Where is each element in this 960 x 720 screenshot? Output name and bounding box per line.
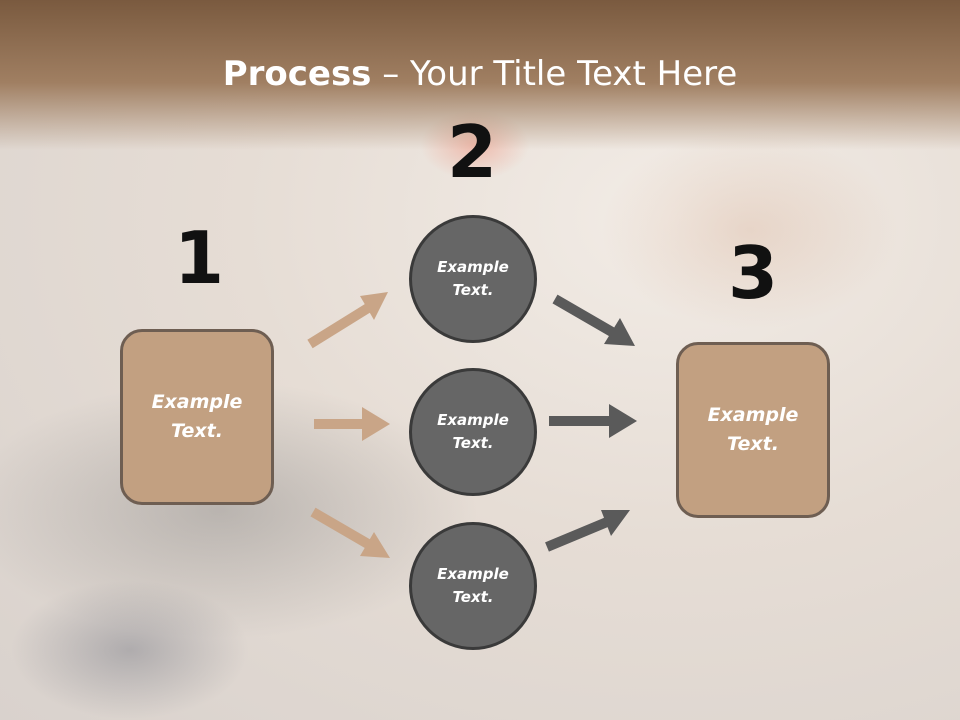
step-1-label: Example Text. xyxy=(151,391,243,442)
background-blur-bottom xyxy=(10,580,250,720)
arrow-bottom-to-box3 xyxy=(545,510,630,552)
arrow-top-to-box3 xyxy=(552,294,635,346)
circle-node-middle[interactable]: Example Text. xyxy=(409,368,537,496)
step-1-box[interactable]: Example Text. xyxy=(120,329,274,505)
arrow-box1-to-middle xyxy=(314,407,390,441)
arrow-box1-to-top xyxy=(307,292,388,349)
circle-node-bottom[interactable]: Example Text. xyxy=(409,522,537,650)
circle-node-middle-label: Example Text. xyxy=(437,411,509,452)
step-number-1: 1 xyxy=(173,216,225,300)
slide-title: Process – Your Title Text Here xyxy=(0,52,960,96)
step-number-3: 3 xyxy=(727,231,779,315)
slide-title-bold: Process xyxy=(222,54,372,94)
background-blur-warm xyxy=(600,130,900,330)
arrow-middle-to-box3 xyxy=(549,404,637,438)
step-3-box[interactable]: Example Text. xyxy=(676,342,830,518)
slide-title-rest: – Your Title Text Here xyxy=(371,54,738,94)
circle-node-top-label: Example Text. xyxy=(437,258,509,299)
step-number-2: 2 xyxy=(446,110,498,194)
step-3-label: Example Text. xyxy=(707,404,799,455)
title-band xyxy=(0,0,960,150)
circle-node-bottom-label: Example Text. xyxy=(437,565,509,606)
circle-node-top[interactable]: Example Text. xyxy=(409,215,537,343)
arrow-box1-to-bottom xyxy=(310,507,390,558)
